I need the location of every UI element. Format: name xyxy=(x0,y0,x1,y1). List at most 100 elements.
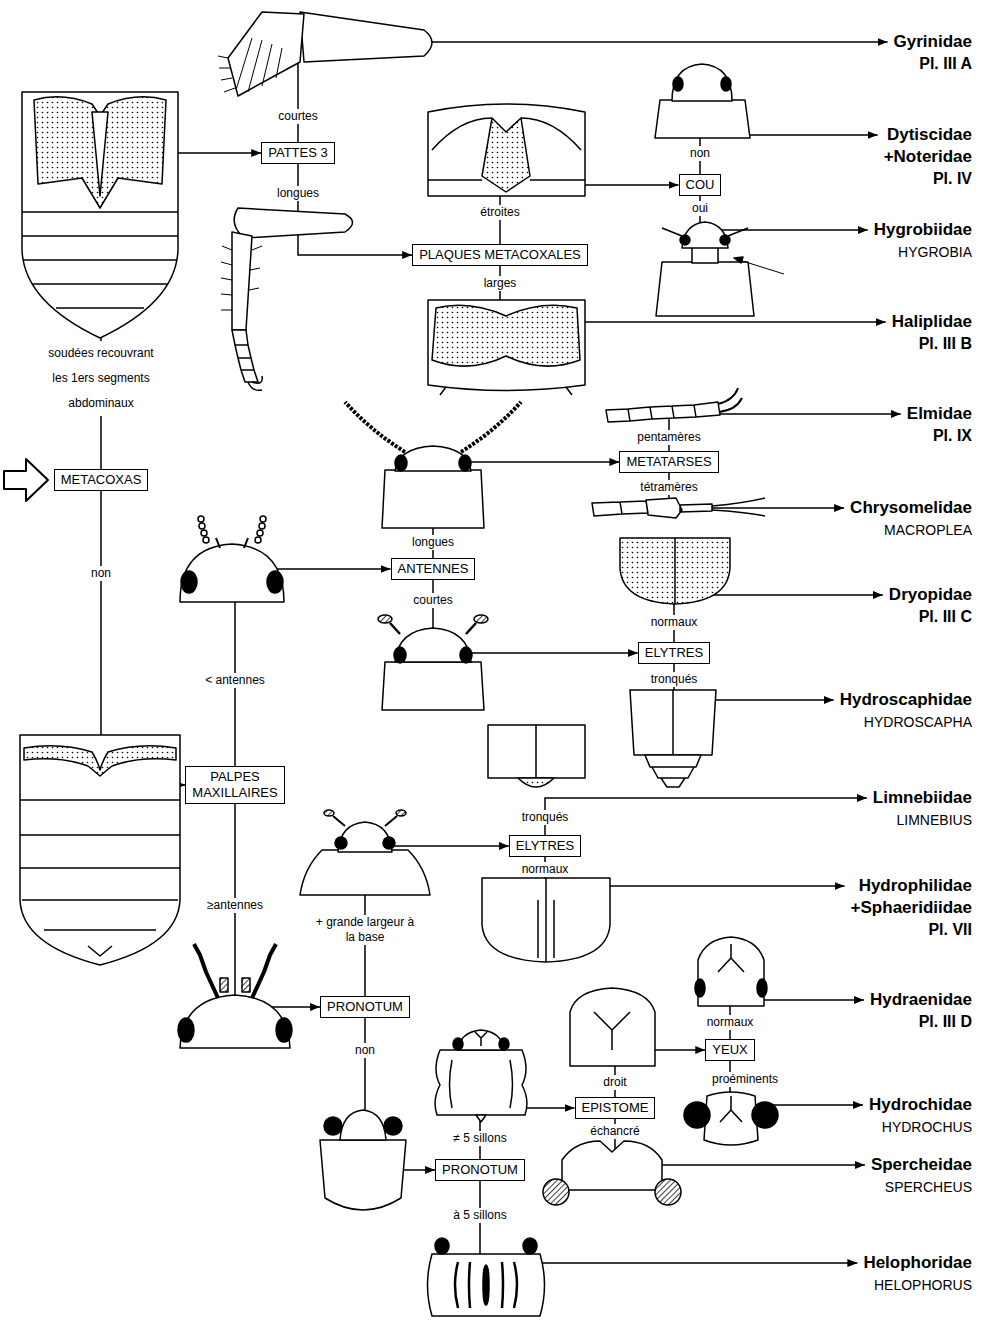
choice-label: courtes xyxy=(276,109,319,124)
key-arrow xyxy=(674,595,883,642)
taxon-label: HydraenidaePl. III D xyxy=(864,989,972,1033)
elytra-truncate-abdomen-tip xyxy=(672,690,674,755)
pronotum-five-grooves xyxy=(428,1254,545,1316)
head-long-antennae xyxy=(382,470,484,528)
pronotum-five-grooves xyxy=(483,1265,489,1305)
abdomen-free-coxae xyxy=(20,800,180,930)
elytra-apex-normal xyxy=(482,878,610,962)
choice-label: pentamères xyxy=(635,430,702,445)
entry-arrow xyxy=(4,459,48,501)
key-arrow xyxy=(669,414,901,451)
choice-label: non xyxy=(688,146,712,161)
head-short-palps xyxy=(181,571,197,593)
decision-box: PRONOTUM xyxy=(435,1159,525,1181)
decision-box: METACOXAS xyxy=(54,469,149,491)
choice-label: + grande largeur à la base xyxy=(313,915,417,945)
head-short-palps xyxy=(216,538,248,548)
family-name: Hydroscaphidae xyxy=(840,689,972,711)
narrow-coxal-plates xyxy=(482,118,530,192)
tetramerous-tarsus xyxy=(592,498,765,518)
pentamerous-tarsus xyxy=(606,402,720,422)
family-name: Gyrinidae xyxy=(894,31,972,53)
elytra-truncate-abdomen-tip xyxy=(630,690,716,755)
choice-label: étroites xyxy=(478,205,521,220)
head-with-neck xyxy=(662,228,748,236)
key-arrow xyxy=(545,798,867,835)
family-name: Haliplidae xyxy=(892,311,972,333)
long-hind-leg xyxy=(248,376,262,390)
taxon-label: Hydrophilidae +SphaeridiidaePl. VII xyxy=(845,875,972,941)
wide-coxal-plates xyxy=(428,300,585,395)
genus-name: MACROPLEA xyxy=(850,519,972,541)
head-short-palps xyxy=(201,530,207,536)
character-name: ELYTRES xyxy=(516,838,574,854)
choice-label: échancré xyxy=(588,1124,641,1139)
head-without-neck xyxy=(721,77,731,91)
plate-reference: Pl. III B xyxy=(892,333,972,355)
choice-label: non xyxy=(89,566,113,581)
head-short-palps xyxy=(180,516,284,602)
wide-coxal-plates xyxy=(428,300,585,391)
elytra-apex-truncate xyxy=(535,725,537,778)
genus-name: HYGROBIA xyxy=(874,241,972,263)
short-hind-leg xyxy=(300,12,432,62)
taxon-label: DryopidaePl. III C xyxy=(883,584,972,628)
head-straight-epistome xyxy=(570,988,655,1066)
head-long-palps xyxy=(220,978,228,992)
taxon-label: HygrobiidaeHYGROBIA xyxy=(868,219,972,263)
long-hind-leg xyxy=(232,330,258,382)
decision-box: ELYTRES xyxy=(638,642,710,664)
key-arrow xyxy=(298,164,412,255)
elytra-apex-truncate xyxy=(488,725,585,787)
decision-box: YEUX xyxy=(705,1039,754,1061)
head-prominent-eyes xyxy=(704,1092,758,1145)
choice-label: larges xyxy=(482,276,519,291)
choice-label: non xyxy=(353,1043,377,1058)
head-long-palps xyxy=(178,1018,194,1042)
plate-reference: Pl. IX xyxy=(907,425,972,447)
head-short-palps xyxy=(198,516,204,522)
pronotum-without-five-grooves xyxy=(435,1030,527,1122)
choice-label: ≠ 5 sillons xyxy=(451,1131,508,1146)
pentamerous-tarsus xyxy=(606,388,742,422)
head-pronotum-wide-base xyxy=(333,816,397,826)
head-pronotum-narrow xyxy=(340,1110,386,1140)
plate-reference: Pl. VII xyxy=(851,919,972,941)
head-notched-epistome xyxy=(655,1179,681,1205)
head-long-palps xyxy=(178,944,292,1048)
head-short-antennae xyxy=(382,662,484,710)
pronotum-five-grooves xyxy=(428,1238,545,1316)
taxon-label: Dytiscidae +NoteridaePl. IV xyxy=(878,124,972,190)
head-notched-epistome xyxy=(562,1141,662,1190)
pronotum-without-five-grooves xyxy=(499,1038,509,1050)
head-pronotum-wide-base xyxy=(335,837,347,849)
head-straight-epistome xyxy=(570,988,655,1066)
choice-label: < antennes xyxy=(203,673,267,688)
head-normal-eyes xyxy=(718,944,744,972)
family-name: Chrysomelidae xyxy=(850,497,972,519)
taxon-label: SpercheidaeSPERCHEUS xyxy=(865,1154,972,1198)
head-short-antennae xyxy=(394,647,406,663)
narrow-coxal-plates xyxy=(428,104,585,196)
head-short-palps xyxy=(255,537,261,543)
head-without-neck xyxy=(672,64,732,101)
family-name: Hydrochidae xyxy=(869,1094,972,1116)
taxon-label: HydrochidaeHYDROCHUS xyxy=(863,1094,972,1138)
head-long-antennae xyxy=(395,455,407,471)
head-short-antennae xyxy=(378,615,488,710)
elytra-truncate-abdomen-tip xyxy=(645,755,701,787)
head-without-neck xyxy=(655,100,750,138)
head-short-palps xyxy=(259,523,265,529)
head-long-palps xyxy=(242,978,250,992)
abdomen-fused-coxae xyxy=(22,92,178,338)
head-pronotum-wide-base xyxy=(300,810,430,895)
head-notched-epistome xyxy=(543,1141,681,1205)
head-pronotum-wide-base xyxy=(300,850,430,895)
abdomen-fused-coxae xyxy=(22,212,178,308)
short-hind-leg xyxy=(218,56,235,92)
genus-name: SPERCHEUS xyxy=(871,1176,972,1198)
long-hind-leg xyxy=(234,208,352,238)
head-pronotum-narrow xyxy=(324,1117,342,1135)
head-short-antennae xyxy=(460,647,472,663)
